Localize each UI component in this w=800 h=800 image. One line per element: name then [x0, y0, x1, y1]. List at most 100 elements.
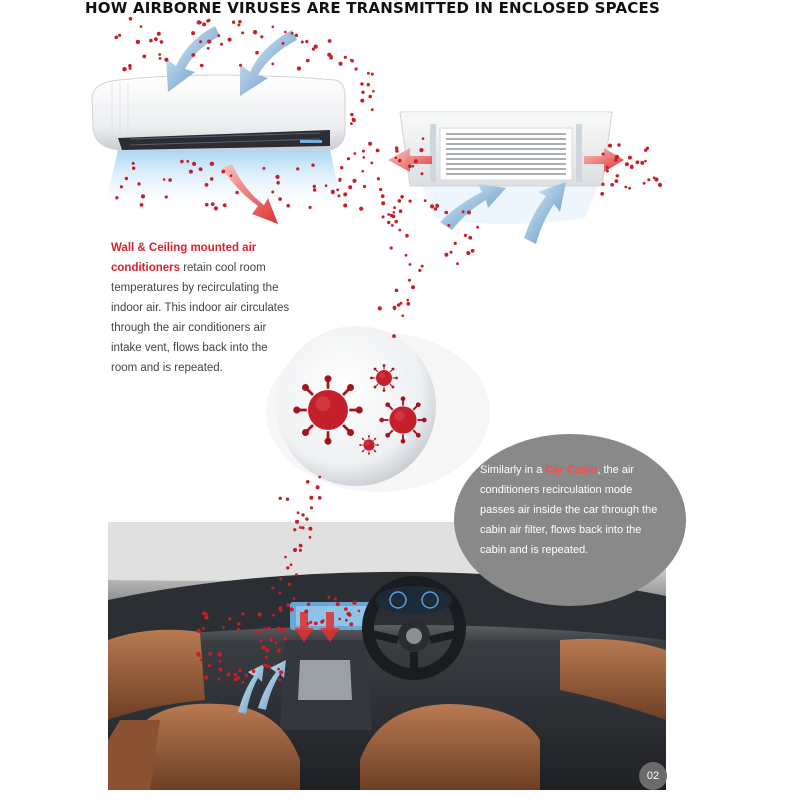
virus-particle [406, 298, 410, 302]
virus-particle [337, 194, 341, 198]
virus-particle [204, 612, 208, 616]
virus-particle [238, 20, 242, 24]
virus-particle [327, 595, 331, 599]
virus-particle [608, 143, 612, 148]
virus-particle [600, 192, 605, 196]
virus-particle [286, 566, 290, 570]
virus-icon [291, 373, 365, 447]
virus-particle [610, 183, 614, 187]
virus-particle [276, 181, 280, 185]
virus-particle [217, 34, 221, 38]
virus-particle [264, 656, 268, 659]
virus-particle [605, 169, 609, 173]
virus-particle [370, 161, 374, 165]
virus-particle [392, 334, 396, 338]
virus-particle [217, 677, 221, 681]
virus-particle [244, 673, 249, 677]
virus-particle [423, 199, 427, 203]
virus-particle [331, 191, 335, 195]
virus-particle [353, 152, 357, 155]
virus-particle [199, 63, 204, 68]
virus-particle [306, 622, 310, 626]
virus-particle [222, 203, 227, 208]
virus-particle [466, 250, 471, 256]
virus-particle [306, 602, 311, 607]
virus-particle [131, 161, 135, 165]
virus-particle [122, 67, 127, 72]
virus-particle [360, 98, 365, 103]
virus-particle [154, 37, 158, 41]
virus-particle [259, 639, 263, 643]
virus-particle [449, 250, 453, 254]
virus-particle [236, 627, 240, 631]
virus-particle [340, 166, 344, 170]
virus-particle [647, 178, 651, 182]
virus-particle [357, 609, 361, 613]
virus-particle [204, 183, 209, 187]
virus-particle [645, 146, 650, 150]
virus-particle [281, 41, 285, 45]
ceiling-cassette-unit [399, 111, 613, 224]
virus-particle [278, 197, 282, 201]
virus-particle [393, 206, 396, 210]
virus-particle [237, 23, 241, 27]
virus-particle [241, 31, 245, 35]
virus-particle [267, 626, 271, 630]
virus-particle [292, 597, 296, 600]
virus-particle [413, 159, 418, 164]
virus-particle [419, 148, 424, 153]
virus-particle [461, 210, 465, 214]
virus-particle [376, 177, 380, 181]
virus-particle [640, 160, 645, 165]
virus-particle [260, 35, 264, 39]
virus-particle [277, 667, 280, 671]
virus-particle [199, 40, 203, 44]
car-cabin-text: , the air conditioners recirculation mod… [480, 464, 658, 556]
virus-particle [285, 497, 290, 501]
virus-particle [196, 629, 201, 634]
virus-particle [180, 159, 184, 164]
virus-particle [421, 137, 425, 140]
virus-particle [312, 184, 316, 189]
virus-particle [344, 607, 348, 611]
virus-particle [186, 160, 190, 163]
airflow-arrow-icon [240, 30, 297, 96]
virus-particle [642, 181, 646, 185]
virus-particle [237, 622, 241, 626]
virus-particle [289, 563, 293, 566]
virus-particle [368, 94, 373, 99]
virus-particle [381, 201, 386, 206]
airflow-arrow-icon [294, 612, 314, 642]
virus-particle [627, 155, 632, 160]
virus-particle [338, 177, 342, 181]
virus-particle [396, 303, 401, 307]
virus-particle [359, 206, 364, 211]
virus-particle [218, 667, 223, 672]
virus-particle [408, 263, 412, 266]
virus-particle [198, 167, 203, 172]
virus-particle [394, 146, 399, 150]
virus-particle [286, 203, 291, 208]
virus-particle [241, 612, 245, 616]
virus-particle [630, 165, 634, 169]
virus-particle [315, 485, 320, 490]
virus-particle [274, 641, 278, 645]
virus-particle [218, 659, 222, 663]
virus-particle [350, 112, 354, 117]
virus-particle [333, 597, 337, 601]
virus-particle [347, 613, 352, 617]
virus-particle [271, 25, 275, 29]
virus-particle [309, 506, 314, 510]
virus-particle [295, 519, 299, 524]
wall-ceiling-description: Wall & Ceiling mounted air conditioners … [111, 238, 291, 378]
virus-particle [114, 35, 119, 40]
virus-particle [294, 573, 298, 577]
virus-particle [269, 637, 274, 642]
virus-particle [137, 182, 141, 186]
virus-particle [255, 50, 259, 55]
virus-particle [308, 526, 313, 531]
virus-particle [296, 167, 300, 171]
virus-particle [628, 186, 631, 190]
virus-particle [430, 204, 435, 209]
